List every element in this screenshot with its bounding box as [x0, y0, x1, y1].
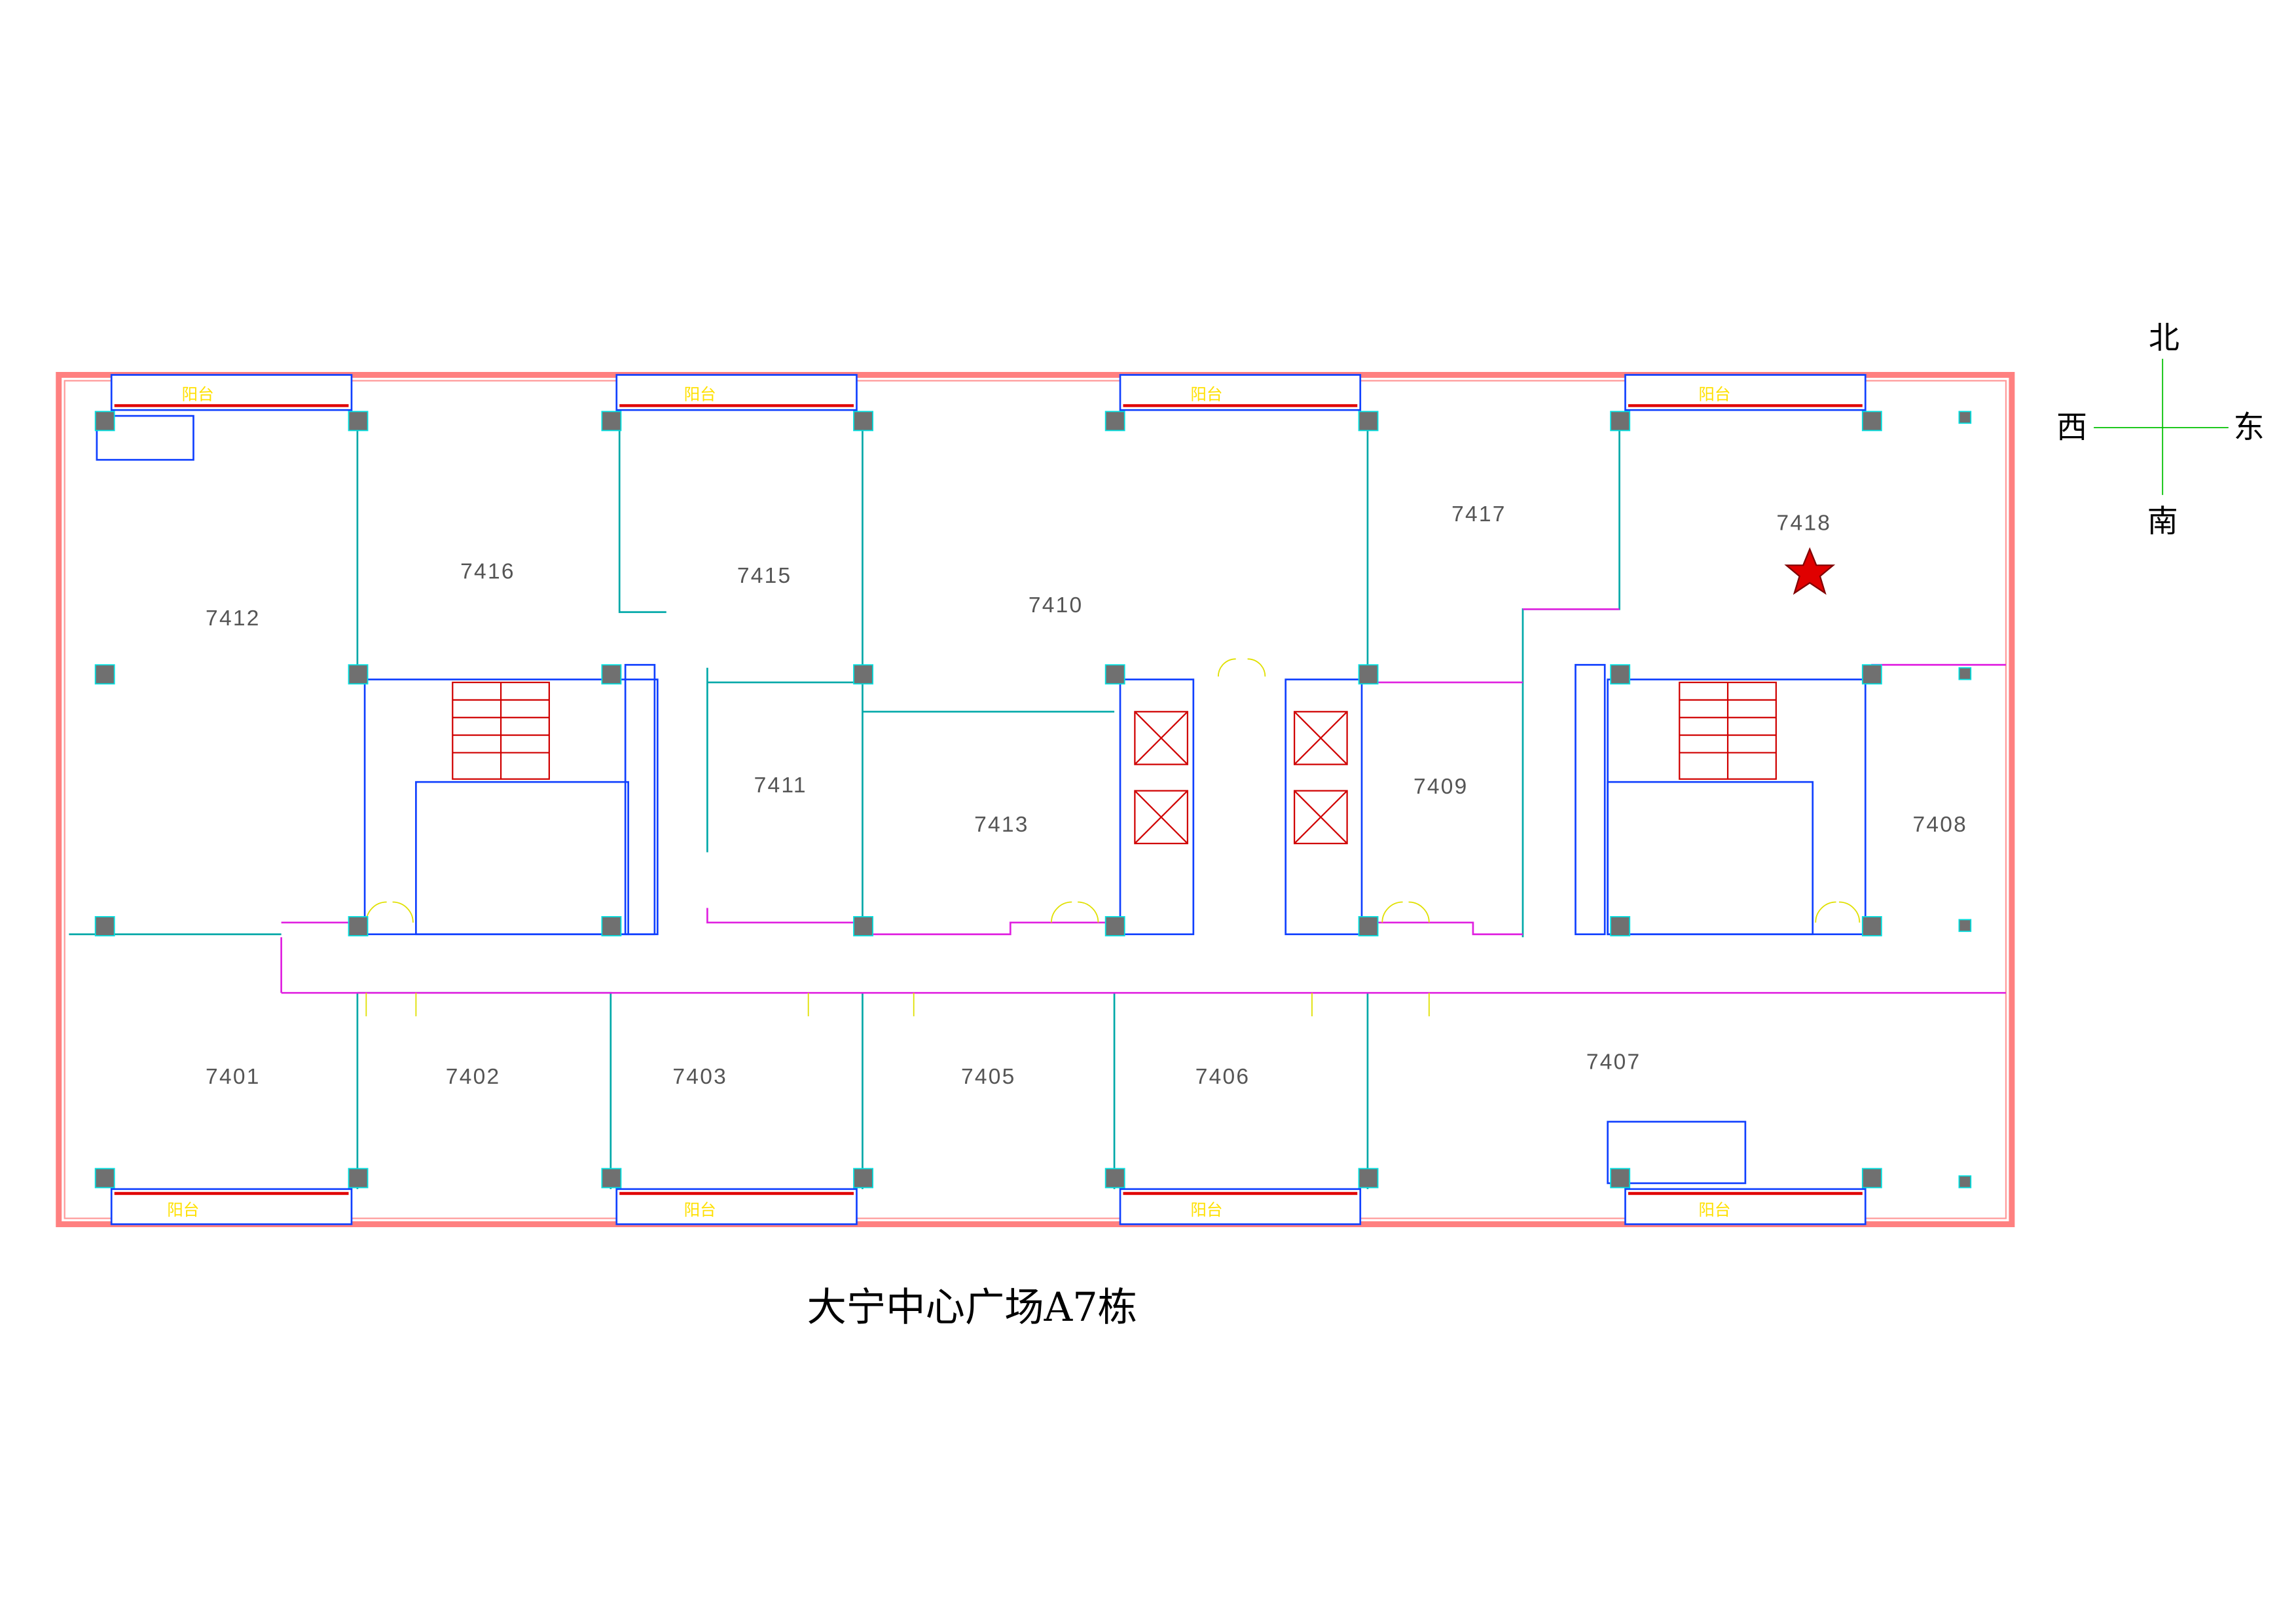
room-7408[interactable]: 7408 — [1913, 813, 1968, 837]
room-7407[interactable]: 7407 — [1586, 1050, 1641, 1074]
room-7401[interactable]: 7401 — [206, 1065, 261, 1089]
outer-wall — [56, 372, 2015, 1227]
compass-north: 北 — [2149, 320, 2179, 356]
balcony-label: 阳台 — [684, 1200, 716, 1219]
room-7416[interactable]: 7416 — [460, 559, 515, 583]
columns — [94, 411, 1972, 1189]
balcony-top-2: 阳台 — [615, 374, 858, 411]
room-7415[interactable]: 7415 — [737, 564, 792, 588]
star-icon — [1784, 547, 1836, 595]
room-7412[interactable]: 7412 — [206, 606, 261, 631]
balcony-bottom-1: 阳台 — [110, 1188, 353, 1225]
balconies: 阳台 阳台 阳台 阳台 阳台 阳台 阳台 阳台 — [110, 374, 1867, 1225]
balcony-label: 阳台 — [167, 1200, 199, 1219]
balcony-label: 阳台 — [684, 384, 716, 403]
balcony-top-3: 阳台 — [1119, 374, 1362, 411]
room-7410[interactable]: 7410 — [1029, 593, 1084, 618]
balcony-bottom-4: 阳台 — [1624, 1188, 1867, 1225]
room-7413[interactable]: 7413 — [974, 813, 1029, 837]
stair-left — [452, 681, 550, 780]
balcony-label: 阳台 — [1190, 384, 1222, 403]
room-7418[interactable]: 7418 — [1777, 511, 1832, 536]
interior-walls — [69, 415, 2006, 1189]
room-7402[interactable]: 7402 — [446, 1065, 501, 1089]
balcony-top-1: 阳台 — [110, 374, 353, 411]
room-7411[interactable]: 7411 — [754, 773, 807, 798]
room-7403[interactable]: 7403 — [672, 1065, 727, 1089]
room-7405[interactable]: 7405 — [961, 1065, 1016, 1089]
balcony-label: 阳台 — [1698, 1200, 1730, 1219]
room-labels: 7412 7416 7415 7410 7417 7418 7411 7413 … — [206, 502, 1968, 1089]
elevators — [1134, 710, 1348, 845]
balcony-bottom-3: 阳台 — [1119, 1188, 1362, 1225]
room-7406[interactable]: 7406 — [1195, 1065, 1250, 1089]
balcony-label: 阳台 — [1190, 1200, 1222, 1219]
room-7417[interactable]: 7417 — [1451, 502, 1506, 526]
balcony-bottom-2: 阳台 — [615, 1188, 858, 1225]
compass: 北 南 东 西 — [2056, 320, 2265, 540]
compass-south: 南 — [2147, 504, 2178, 540]
balcony-top-4: 阳台 — [1624, 374, 1867, 411]
room-7409[interactable]: 7409 — [1413, 775, 1468, 799]
stair-right — [1679, 681, 1777, 780]
compass-west: 西 — [2056, 410, 2087, 446]
balcony-label: 阳台 — [1698, 384, 1730, 403]
plan-title: 大宁中心广场A7栋 — [807, 1285, 1137, 1331]
compass-east: 东 — [2234, 410, 2265, 446]
balcony-label: 阳台 — [182, 384, 214, 403]
